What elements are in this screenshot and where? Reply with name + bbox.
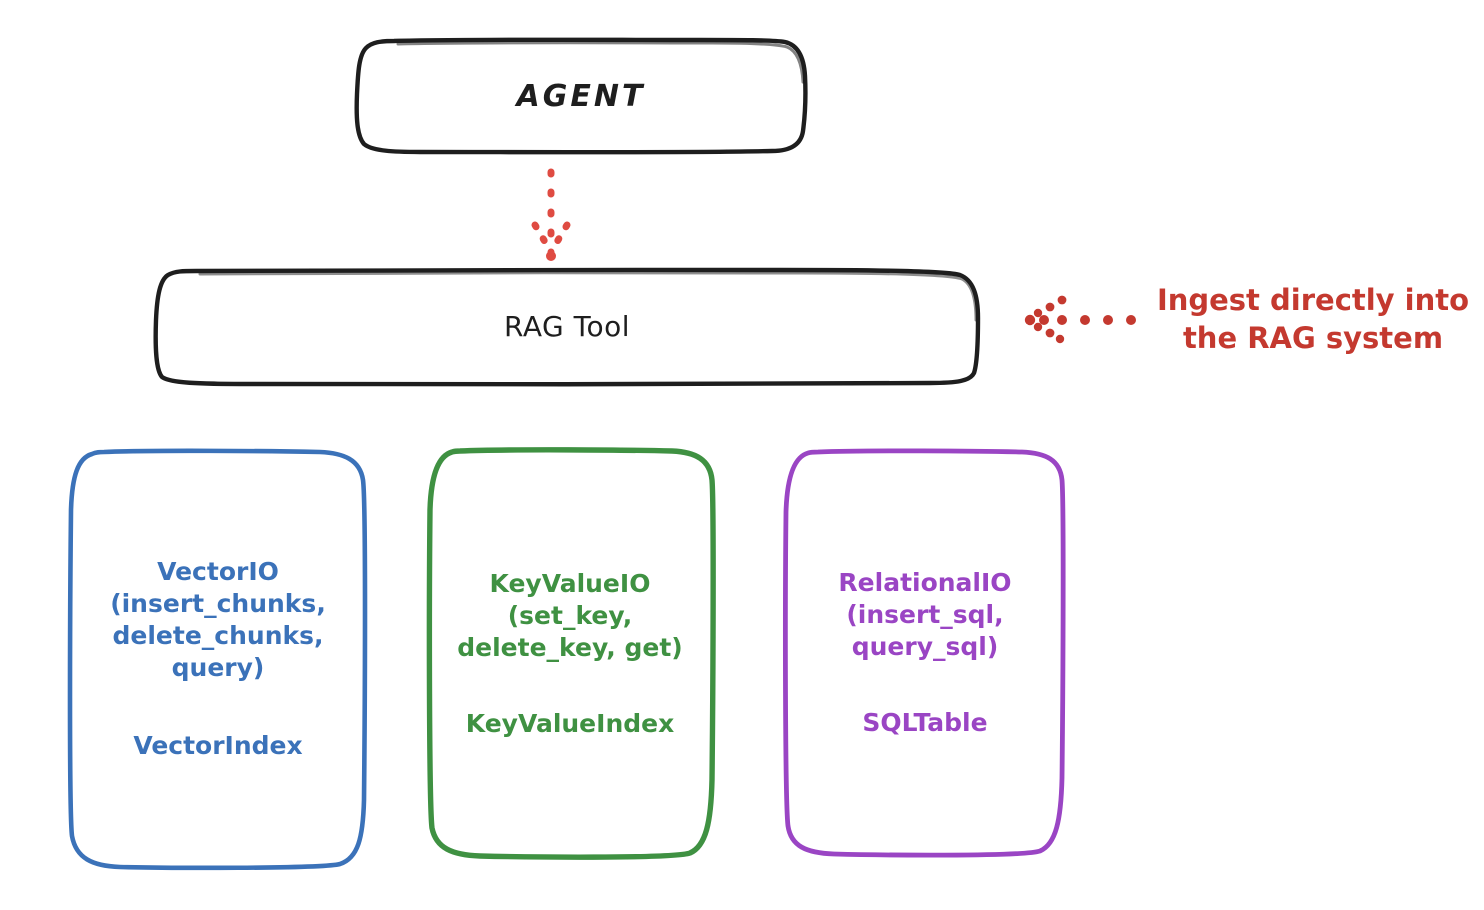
ingest-arrow-icon [1024,295,1136,344]
rag-tool-box[interactable] [153,267,981,387]
key-value-io-box[interactable] [426,447,716,860]
agent-to-rag-arrow [531,168,571,261]
agent-box[interactable] [354,37,808,155]
ingest-annotation-text: Ingest directly into the RAG system [1156,283,1470,356]
vector-io-box[interactable] [67,448,368,871]
relational-io-box[interactable] [783,448,1066,858]
